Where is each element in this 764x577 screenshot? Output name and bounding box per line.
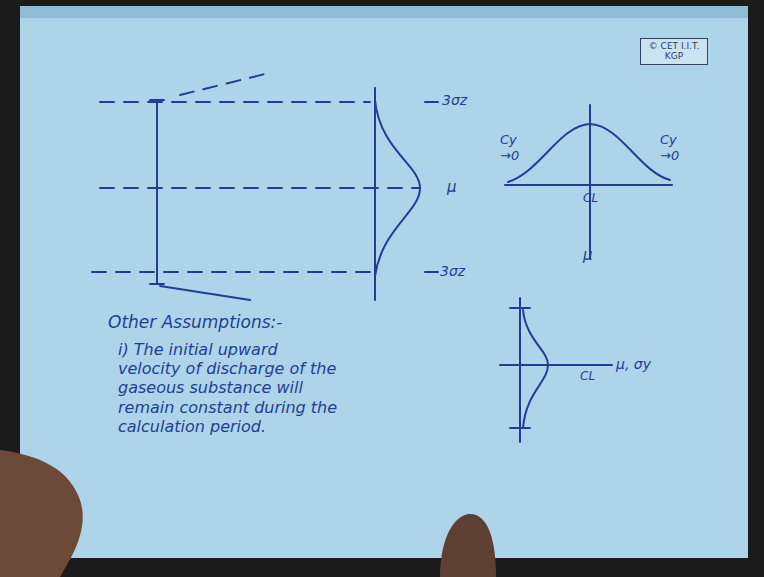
axis-label: CL xyxy=(583,191,598,205)
leader-dashes xyxy=(425,102,438,272)
axis-label: μ xyxy=(583,246,593,264)
perspective-line xyxy=(160,286,250,300)
paper-sheet xyxy=(20,6,748,558)
axis-label: 3σz xyxy=(442,92,467,109)
gaussian-profile xyxy=(523,310,548,428)
vertical-extent xyxy=(156,100,158,284)
watermark-box: © CET I.I.T. KGP xyxy=(640,38,708,65)
centreline-axis xyxy=(500,364,612,366)
paper-top-edge xyxy=(20,6,748,18)
axis-label: CL xyxy=(580,369,595,383)
thumb xyxy=(440,514,496,577)
perspective-line xyxy=(180,74,265,95)
watermark-text: © CET I.I.T. KGP xyxy=(645,41,703,62)
centre-level-line xyxy=(100,187,420,189)
axis-label: μ xyxy=(447,178,457,196)
bottom-level-line xyxy=(92,271,370,273)
top-level-line xyxy=(100,101,370,103)
x-axis xyxy=(505,184,672,186)
centreline-axis xyxy=(589,105,591,258)
extent-ticks xyxy=(150,100,164,284)
vertical-gaussian xyxy=(375,100,420,276)
note-text: i) The initial upward velocity of discha… xyxy=(118,340,343,436)
horizontal-gaussian xyxy=(508,124,670,182)
vertical-axis xyxy=(519,298,521,442)
axis-label: 3σz xyxy=(440,263,465,280)
axis-label: μ, σy xyxy=(616,356,651,373)
note-text: Other Assumptions:- xyxy=(108,312,282,332)
axis-label: Cy →0 xyxy=(500,132,530,163)
axis-label: Cy →0 xyxy=(660,132,690,163)
hand xyxy=(0,450,83,577)
